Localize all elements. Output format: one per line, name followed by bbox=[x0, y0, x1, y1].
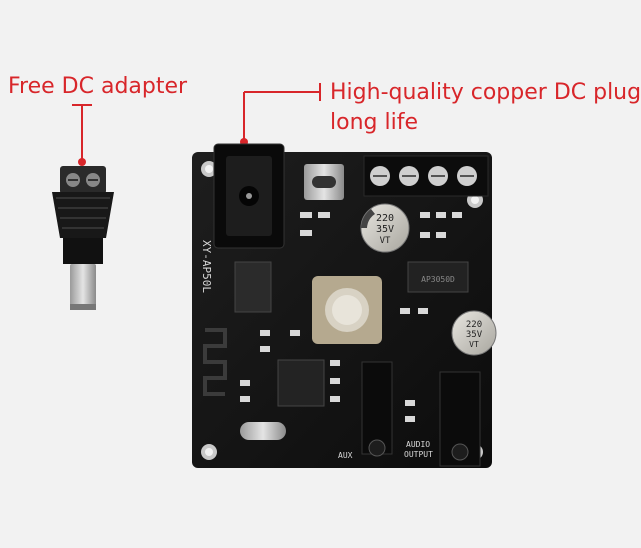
board-model-label: XY-AP50L bbox=[200, 240, 213, 293]
amplifier-chip-label: AP3050D bbox=[421, 275, 455, 284]
capacitor-2-value: 220 bbox=[466, 320, 482, 330]
usb-c-port bbox=[304, 164, 344, 200]
capacitor-2: 220 35V VT bbox=[451, 310, 497, 356]
bluetooth-chip bbox=[277, 359, 325, 407]
copper-dc-plug-label-line1: High-quality copper DC plug, bbox=[330, 80, 641, 105]
aux-label: AUX bbox=[338, 451, 353, 460]
dc-jack bbox=[213, 143, 285, 249]
audio-label-1: AUDIO bbox=[406, 440, 430, 449]
copper-dc-plug-label-line2: long life bbox=[330, 110, 418, 135]
left-callout bbox=[72, 104, 92, 160]
capacitor-2-series: VT bbox=[469, 340, 479, 349]
capacitor-1-voltage: 35V bbox=[376, 224, 394, 235]
amplifier-chip: AP3050D bbox=[407, 261, 469, 293]
right-callout bbox=[243, 83, 321, 140]
left-callout-dot bbox=[78, 158, 86, 166]
free-dc-adapter-label: Free DC adapter bbox=[8, 74, 188, 99]
smd-components bbox=[240, 212, 462, 422]
capacitor-1-value: 220 bbox=[376, 213, 394, 224]
antenna-trace bbox=[203, 328, 227, 396]
capacitor-1: 220 35V VT bbox=[360, 203, 410, 253]
amplifier-board: 220 35V VT 220 35V VT XY-AP50L AP3050D bbox=[192, 143, 497, 468]
audio-label-2: OUTPUT bbox=[404, 450, 433, 459]
inductor-module bbox=[312, 276, 382, 344]
capacitor-1-series: VT bbox=[380, 236, 391, 246]
dc-adapter bbox=[52, 166, 114, 310]
voltage-regulator bbox=[234, 261, 272, 313]
screw-terminal bbox=[363, 155, 489, 197]
crystal-oscillator bbox=[240, 422, 286, 440]
audio-output-jack bbox=[439, 371, 481, 467]
capacitor-2-voltage: 35V bbox=[466, 330, 483, 340]
aux-jack bbox=[361, 361, 393, 457]
